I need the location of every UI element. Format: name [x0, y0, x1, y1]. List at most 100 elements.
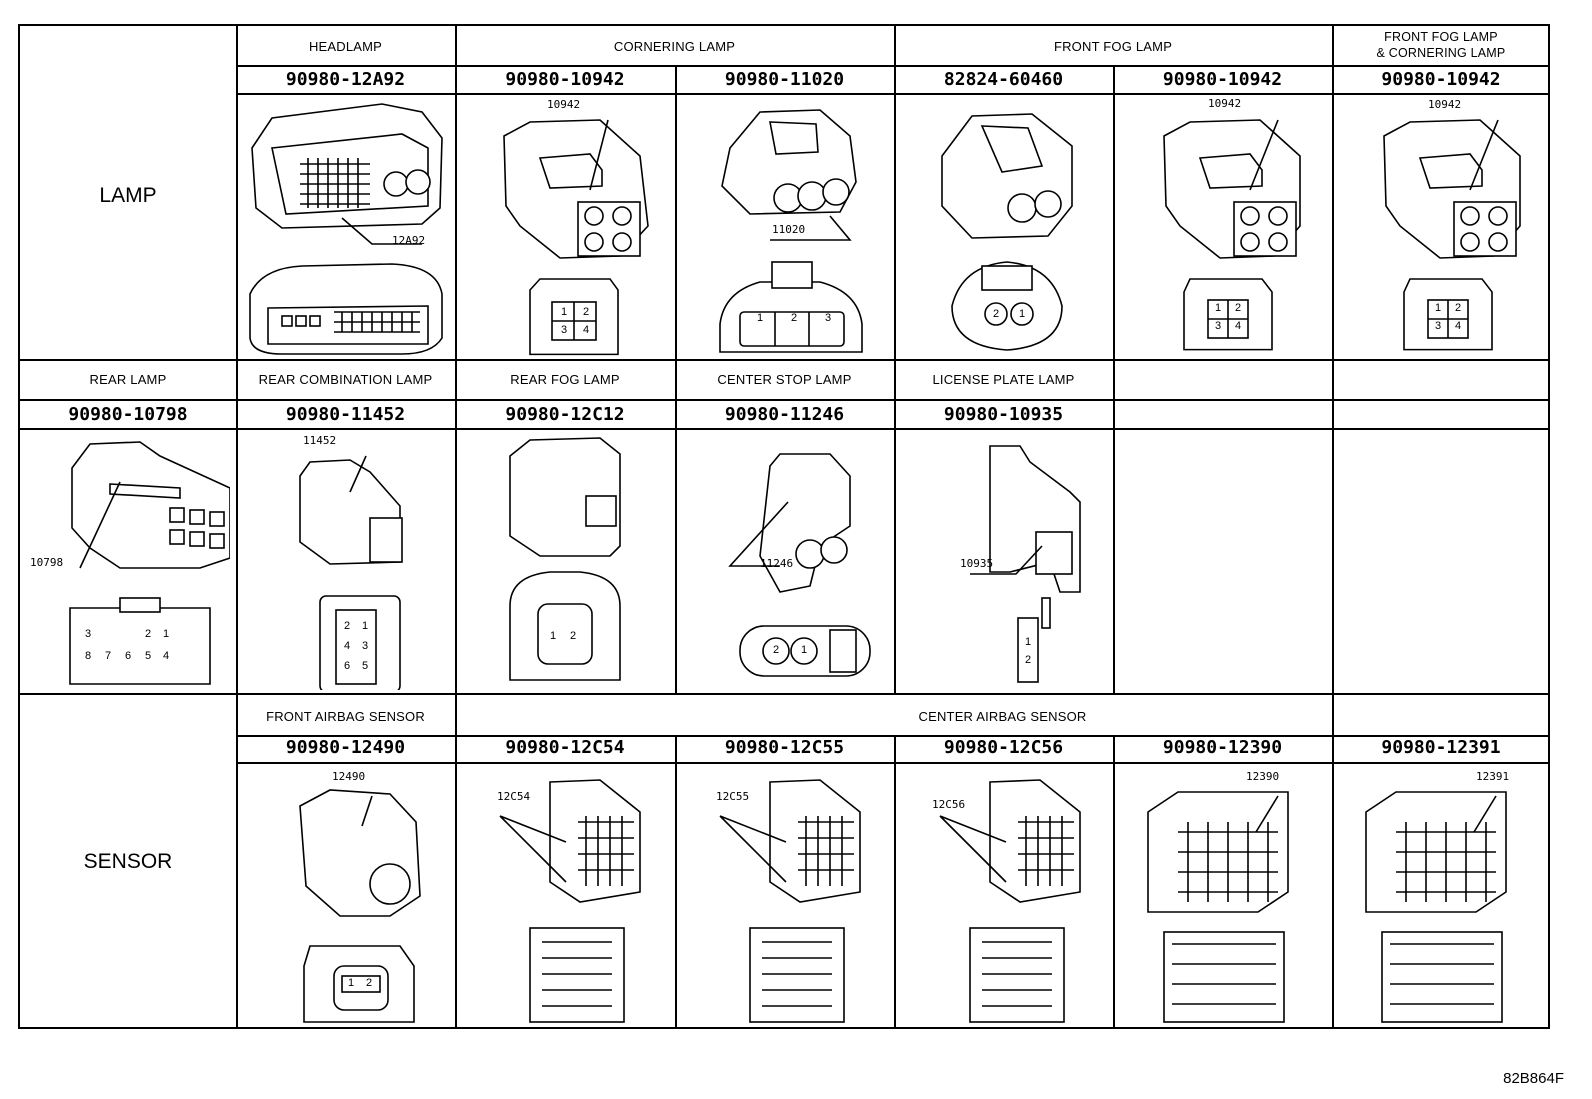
callout-label: 11452	[303, 434, 337, 447]
connector-table: LAMP HEADLAMP CORNERING LAMP FRONT FOG L…	[18, 24, 1550, 1029]
part-number: 90980-12391	[1381, 737, 1501, 758]
figure-code: 82B864F	[1503, 1070, 1564, 1087]
header-front-fog-lamp: FRONT FOG LAMP	[1053, 39, 1173, 54]
cornering-11020-drawing	[700, 102, 880, 356]
part-number: 90980-11020	[724, 69, 845, 90]
callout-label: 10942	[1428, 98, 1462, 111]
part-number: 90980-10942	[1381, 69, 1501, 90]
section-label-sensor: SENSOR	[83, 850, 173, 873]
callout-label: 12C56	[932, 798, 966, 811]
pin-label: 2	[1454, 302, 1462, 314]
callout-label: 11246	[760, 557, 794, 570]
part-number: 90980-12A92	[285, 69, 406, 90]
part-number: 90980-12C55	[724, 737, 845, 758]
part-number: 90980-10942	[505, 69, 625, 90]
col-divider	[894, 735, 896, 1029]
pin-label: 1	[1024, 636, 1032, 648]
sensor-12C55-drawing	[710, 772, 880, 1026]
pin-label: 2	[582, 306, 590, 318]
pin-label: 1	[347, 977, 355, 989]
callout-label: 12A92	[392, 234, 426, 247]
part-number: 90980-12C54	[505, 737, 625, 758]
header-front-airbag-sensor: FRONT AIRBAG SENSOR	[266, 709, 425, 724]
part-number: 90980-12390	[1162, 737, 1283, 758]
pin-label: 3	[560, 324, 568, 336]
pin-label: 2	[1024, 654, 1032, 666]
pin-label: 4	[1454, 320, 1462, 332]
pin-label: 2	[772, 644, 780, 656]
sensor-12490-drawing	[280, 776, 440, 1026]
col-divider	[675, 735, 677, 1029]
row-divider	[20, 399, 1550, 401]
rear-10798-drawing	[60, 438, 230, 688]
callout-label: 12391	[1476, 770, 1510, 783]
row-divider	[236, 735, 1550, 737]
fogcorner-10942-drawing	[1370, 106, 1530, 356]
pin-label: 4	[582, 324, 590, 336]
part-number: 90980-10935	[943, 404, 1064, 425]
pin-label: 3	[824, 312, 832, 324]
row-divider	[236, 65, 1550, 67]
pin-label: 2	[992, 308, 1000, 320]
row-divider	[20, 693, 1550, 695]
header-license-plate-lamp: LICENSE PLATE LAMP	[932, 372, 1075, 387]
callout-label: 10935	[960, 557, 994, 570]
callout-label: 10798	[30, 556, 64, 569]
col-divider	[675, 359, 677, 693]
callout-label: 12390	[1246, 770, 1280, 783]
header-headlamp: HEADLAMP	[308, 39, 383, 54]
col-divider	[675, 65, 677, 359]
col-divider	[894, 26, 896, 693]
fog-10942-drawing	[1150, 106, 1310, 356]
headlamp-connector-drawing	[242, 98, 450, 356]
sensor-12390-drawing	[1138, 772, 1308, 1026]
row-divider	[236, 93, 1550, 95]
header-cornering-lamp: CORNERING LAMP	[613, 39, 736, 54]
rear-10935-drawing	[930, 442, 1090, 692]
row-divider	[20, 428, 1550, 430]
header-rear-combination-lamp: REAR COMBINATION LAMP	[258, 372, 433, 387]
header-rear-fog-lamp: REAR FOG LAMP	[510, 372, 620, 387]
header-center-stop-lamp: CENTER STOP LAMP	[717, 372, 852, 387]
cornering-10942-drawing	[490, 106, 660, 356]
row-divider	[236, 762, 1550, 764]
col-divider	[1113, 359, 1115, 693]
col-divider	[455, 26, 457, 1029]
callout-label: 12C55	[716, 790, 750, 803]
rear-11452-drawing	[290, 446, 430, 690]
pin-label: 3	[361, 640, 369, 652]
pin-label: 1	[1018, 308, 1026, 320]
header-center-airbag-sensor: CENTER AIRBAG SENSOR	[918, 709, 1087, 724]
pin-label: 1	[1214, 302, 1222, 314]
pin-label: 1	[549, 630, 557, 642]
part-number: 90980-12C12	[505, 404, 625, 425]
pin-label: 1	[1434, 302, 1442, 314]
col-divider	[1113, 65, 1115, 359]
pin-label: 2	[144, 628, 152, 640]
pin-label: 2	[569, 630, 577, 642]
header-rear-lamp: REAR LAMP	[89, 372, 167, 387]
sensor-12C54-drawing	[490, 772, 660, 1026]
part-number: 90980-11452	[285, 404, 406, 425]
rear-11246-drawing	[700, 446, 880, 686]
part-number: 90980-12C56	[943, 737, 1064, 758]
pin-label: 8	[84, 650, 92, 662]
sensor-12391-drawing	[1356, 772, 1526, 1026]
pin-label: 2	[790, 312, 798, 324]
col-divider	[1332, 26, 1334, 1029]
pin-label: 1	[756, 312, 764, 324]
pin-label: 7	[104, 650, 112, 662]
pin-label: 4	[343, 640, 351, 652]
pin-label: 5	[144, 650, 152, 662]
fog-82824-drawing	[932, 106, 1082, 356]
sensor-12C56-drawing	[930, 772, 1100, 1026]
pin-label: 2	[343, 620, 351, 632]
pin-label: 1	[361, 620, 369, 632]
part-number: 90980-12490	[285, 737, 406, 758]
rear-12C12-drawing	[490, 436, 640, 690]
pin-label: 5	[361, 660, 369, 672]
pin-label: 6	[343, 660, 351, 672]
callout-label: 10942	[547, 98, 581, 111]
callout-label: 10942	[1208, 97, 1242, 110]
part-number: 90980-11246	[724, 404, 845, 425]
